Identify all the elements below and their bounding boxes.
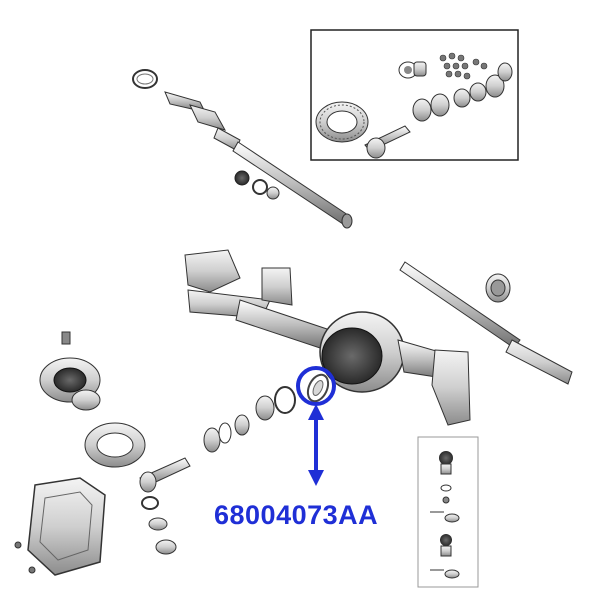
carrier-bearing-stack [203, 386, 296, 453]
callout-arrow-head-down [308, 470, 324, 486]
ring-gear-icon [315, 101, 369, 143]
ring-pinion-kit-inset [310, 29, 519, 161]
bolts-icon [439, 52, 488, 80]
ball-joint-icon [430, 451, 460, 523]
pinion-gear-icon [364, 125, 411, 159]
axle-seal [306, 373, 330, 403]
part-callout [296, 366, 336, 486]
left-axle-shaft [132, 69, 353, 229]
front-axle-housing [184, 249, 471, 426]
differential-cover [14, 477, 106, 576]
ball-joints [417, 436, 479, 588]
callout-arrow-head-up [308, 404, 324, 420]
ring-and-pinion [84, 422, 191, 555]
right-axle-shaft [399, 261, 573, 385]
differential-case [39, 331, 101, 411]
part-number-label: 68004073AA [214, 500, 379, 530]
ball-joint-icon [430, 534, 460, 579]
bearing-icon [398, 61, 513, 122]
seal-icon [234, 170, 280, 200]
